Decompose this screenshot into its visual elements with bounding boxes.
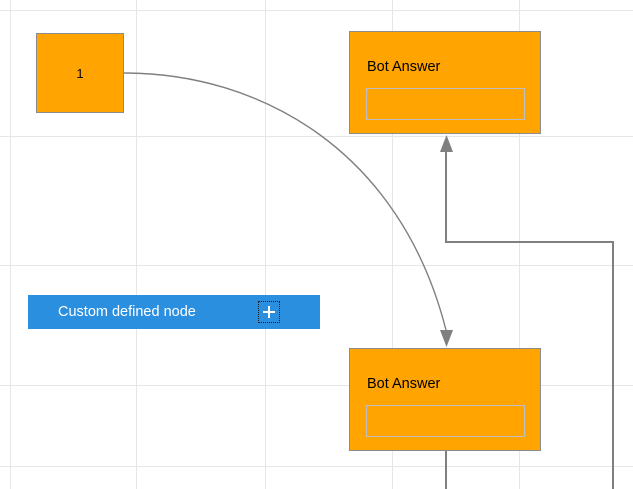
node-bot-answer-top-title: Bot Answer: [367, 59, 441, 75]
node-bot-answer-bottom-slot[interactable]: [366, 405, 525, 437]
node-bot-answer-top-slot[interactable]: [366, 88, 525, 120]
plus-icon[interactable]: [258, 301, 280, 323]
node-1-label: 1: [76, 65, 84, 81]
connector-ortho-bot-answer-bottom-to-top[interactable]: [445, 152, 614, 330]
node-bot-answer-top[interactable]: Bot Answer: [349, 31, 541, 134]
node-bot-answer-bottom-title: Bot Answer: [367, 376, 441, 392]
arrowhead-down-icon: [440, 330, 453, 347]
arrowhead-up-icon: [440, 135, 453, 152]
custom-defined-node-button[interactable]: Custom defined node: [28, 295, 320, 329]
node-1[interactable]: 1: [36, 33, 124, 113]
connector-curve-node1-to-bot-answer-bottom[interactable]: [123, 72, 447, 331]
node-bot-answer-bottom[interactable]: Bot Answer: [349, 348, 541, 451]
custom-defined-node-label: Custom defined node: [58, 303, 196, 320]
